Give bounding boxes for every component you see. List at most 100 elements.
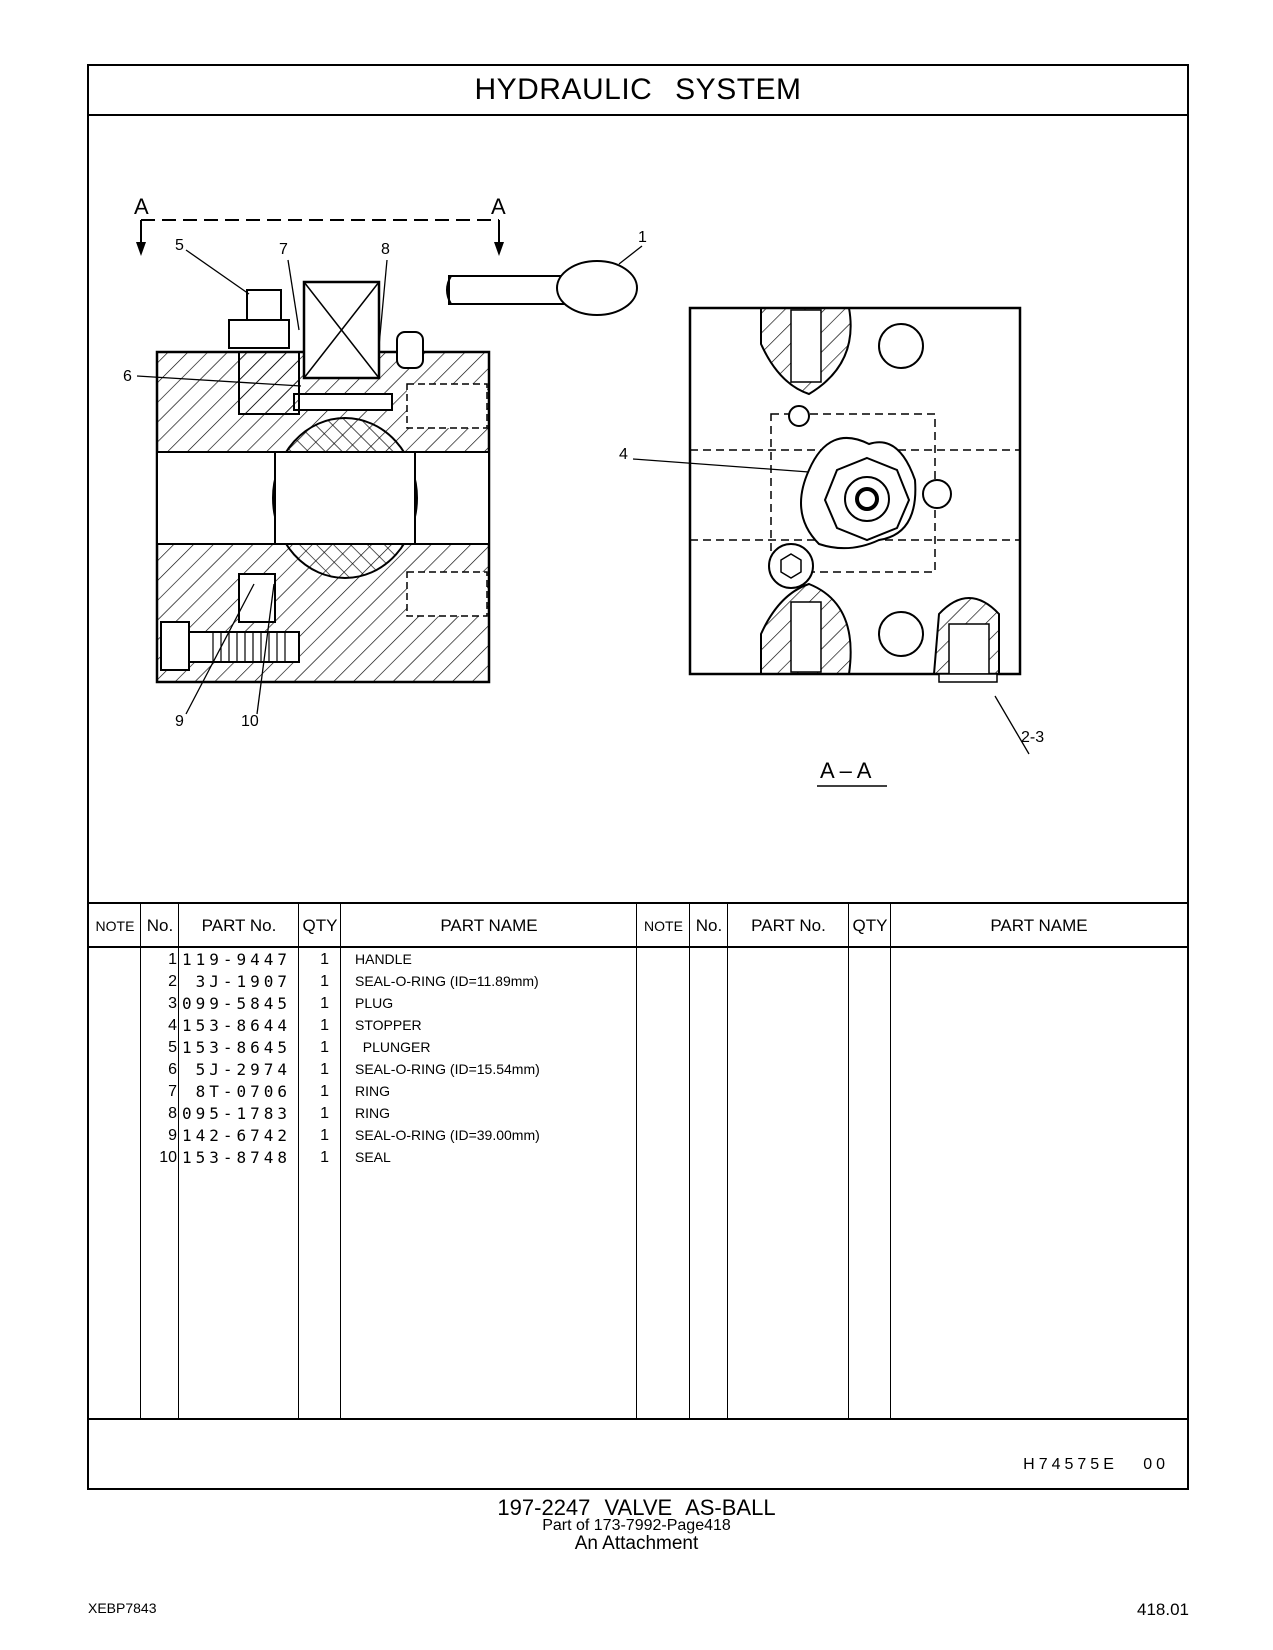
header-note: NOTE bbox=[95, 918, 135, 934]
table-header: NOTE No. PART No. QTY PART NAME NOTE No.… bbox=[89, 902, 1187, 948]
table-row: 5 153-8645 1 PLUNGER bbox=[89, 1036, 1187, 1059]
table-row: 2 3J-1907 1 SEAL-O-RING (ID=11.89mm) bbox=[89, 970, 1187, 993]
header-part-name-right: PART NAME bbox=[990, 916, 1088, 935]
row-part-no: 153-8748 bbox=[181, 1148, 291, 1167]
row-part-name: RING bbox=[355, 1083, 390, 1099]
exploded-drawing: A A bbox=[89, 114, 1187, 902]
callout-6: 6 bbox=[123, 368, 132, 385]
row-qty: 1 bbox=[320, 1017, 329, 1034]
table-row: 8 095-1783 1 RING bbox=[89, 1102, 1187, 1125]
row-part-no: 142-6742 bbox=[181, 1126, 291, 1145]
row-part-no: 3J-1907 bbox=[195, 972, 291, 991]
sheet-footer-row: H74575E 00 bbox=[89, 1418, 1187, 1492]
col-qty-left bbox=[299, 902, 341, 1418]
callout-7: 7 bbox=[279, 241, 288, 258]
row-no: 6 bbox=[168, 1061, 177, 1078]
parts-table: NOTE No. PART No. QTY PART NAME NOTE No.… bbox=[89, 902, 1187, 1418]
row-no: 9 bbox=[168, 1127, 177, 1144]
row-part-name: HANDLE bbox=[355, 951, 412, 967]
parts-sheet-frame: HYDRAULIC SYSTEM A A bbox=[87, 64, 1189, 1490]
callout-1: 1 bbox=[638, 229, 647, 246]
header-no-right: No. bbox=[695, 916, 723, 935]
row-part-no: 5J-2974 bbox=[195, 1060, 291, 1079]
row-qty: 1 bbox=[320, 1039, 329, 1056]
header-part-no-right: PART No. bbox=[751, 916, 826, 935]
row-part-no: 153-8644 bbox=[181, 1016, 291, 1035]
doc-id: XEBP7843 bbox=[88, 1600, 157, 1616]
row-qty: 1 bbox=[320, 1105, 329, 1122]
callout-4: 4 bbox=[619, 446, 628, 463]
table-row: 1 119-9447 1 HANDLE bbox=[89, 948, 1187, 971]
row-no: 1 bbox=[168, 951, 177, 968]
col-no-left bbox=[141, 902, 179, 1418]
handle-part bbox=[446, 260, 638, 316]
row-part-name: STOPPER bbox=[355, 1017, 422, 1033]
col-partno-right bbox=[728, 902, 849, 1418]
row-part-no: 8T-0706 bbox=[195, 1082, 291, 1101]
row-part-no: 119-9447 bbox=[181, 950, 291, 969]
row-no: 4 bbox=[168, 1017, 177, 1034]
callout-2-3: 2-3 bbox=[1021, 729, 1044, 746]
header-qty-right: QTY bbox=[852, 916, 888, 935]
row-part-name: SEAL-O-RING (ID=15.54mm) bbox=[355, 1061, 540, 1077]
header-part-name: PART NAME bbox=[440, 916, 538, 935]
row-qty: 1 bbox=[320, 1083, 329, 1100]
table-row: 7 8T-0706 1 RING bbox=[89, 1080, 1187, 1103]
row-no: 3 bbox=[168, 995, 177, 1012]
row-part-name: RING bbox=[355, 1105, 390, 1121]
section-view-aa: A – A bbox=[688, 306, 1022, 787]
leader-lines bbox=[136, 245, 1030, 755]
valve-body-section bbox=[155, 280, 491, 684]
page-number: 418.01 bbox=[1137, 1600, 1189, 1619]
col-note-left bbox=[89, 902, 141, 1418]
table-row: 4 153-8644 1 STOPPER bbox=[89, 1014, 1187, 1037]
row-qty: 1 bbox=[320, 995, 329, 1012]
section-letter-right: A bbox=[491, 194, 506, 219]
row-part-no: 095-1783 bbox=[181, 1104, 291, 1123]
row-qty: 1 bbox=[320, 1127, 329, 1144]
page-title: HYDRAULIC SYSTEM bbox=[89, 66, 1187, 116]
callout-8: 8 bbox=[381, 241, 390, 258]
callout-9: 9 bbox=[175, 713, 184, 730]
row-no: 5 bbox=[168, 1039, 177, 1056]
document-code: H74575E 00 bbox=[1023, 1456, 1169, 1473]
table-row: 3 099-5845 1 PLUG bbox=[89, 992, 1187, 1015]
col-no-right bbox=[690, 902, 728, 1418]
col-name-left bbox=[341, 902, 637, 1418]
callout-5: 5 bbox=[175, 237, 184, 254]
table-row: 9 142-6742 1 SEAL-O-RING (ID=39.00mm) bbox=[89, 1124, 1187, 1147]
row-no: 8 bbox=[168, 1105, 177, 1122]
row-part-name: SEAL-O-RING (ID=39.00mm) bbox=[355, 1127, 540, 1143]
header-part-no: PART No. bbox=[201, 916, 277, 935]
callout-10: 10 bbox=[241, 713, 259, 730]
row-no: 7 bbox=[168, 1083, 177, 1100]
attachment-label: An Attachment bbox=[574, 1533, 699, 1554]
col-qty-right bbox=[849, 902, 891, 1418]
callout-labels: 1 2-3 4 5 6 7 8 9 10 bbox=[123, 229, 1044, 746]
row-part-name: PLUNGER bbox=[355, 1039, 431, 1055]
row-part-no: 099-5845 bbox=[181, 994, 291, 1013]
row-no: 2 bbox=[168, 973, 177, 990]
col-note-right bbox=[637, 902, 690, 1418]
header-no: No. bbox=[146, 916, 174, 935]
header-qty: QTY bbox=[302, 916, 338, 935]
table-row: 10 153-8748 1 SEAL bbox=[89, 1146, 1187, 1169]
header-note-right: NOTE bbox=[644, 918, 683, 934]
section-view-label: A – A bbox=[820, 758, 872, 783]
table-row: 6 5J-2974 1 SEAL-O-RING (ID=15.54mm) bbox=[89, 1058, 1187, 1081]
col-partno-left bbox=[179, 902, 299, 1418]
row-part-name: PLUG bbox=[355, 995, 394, 1011]
row-qty: 1 bbox=[320, 951, 329, 968]
part-of-reference: Part of 173-7992-Page418 bbox=[542, 1517, 731, 1534]
section-letter-left: A bbox=[134, 194, 149, 219]
row-part-name: SEAL bbox=[355, 1149, 391, 1165]
row-qty: 1 bbox=[320, 1149, 329, 1166]
assembly-title: 197-2247 VALVE AS-BALL bbox=[497, 1495, 776, 1520]
section-line: A A bbox=[134, 194, 506, 256]
row-qty: 1 bbox=[320, 973, 329, 990]
row-qty: 1 bbox=[320, 1061, 329, 1078]
valve-drawing-svg: A A bbox=[123, 194, 1044, 787]
row-part-name: SEAL-O-RING (ID=11.89mm) bbox=[355, 973, 539, 989]
row-no: 10 bbox=[159, 1149, 177, 1166]
row-part-no: 153-8645 bbox=[181, 1038, 291, 1057]
